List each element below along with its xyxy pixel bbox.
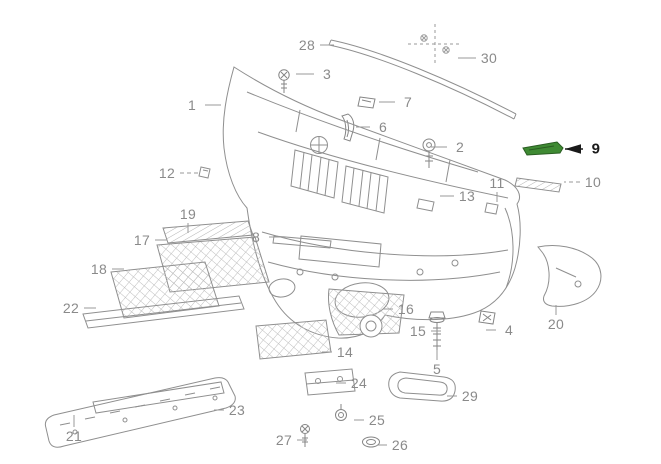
callout-22[interactable]: 22 — [62, 300, 80, 316]
callout-15[interactable]: 15 — [409, 323, 427, 339]
callout-12[interactable]: 12 — [158, 165, 176, 181]
callout-5[interactable]: 5 — [432, 361, 442, 377]
callout-20[interactable]: 20 — [547, 316, 565, 332]
callout-17[interactable]: 17 — [133, 232, 151, 248]
callout-2[interactable]: 2 — [455, 139, 465, 155]
callout-11[interactable]: 11 — [489, 175, 505, 191]
callout-14[interactable]: 14 — [336, 344, 354, 360]
callout-10[interactable]: 10 — [584, 174, 602, 190]
callout-29[interactable]: 29 — [461, 388, 479, 404]
callout-8[interactable]: 8 — [251, 229, 261, 245]
callout-9[interactable]: 9 — [591, 140, 601, 158]
callout-6[interactable]: 6 — [378, 119, 388, 135]
callout-26[interactable]: 26 — [391, 437, 409, 453]
callout-21[interactable]: 21 — [65, 428, 83, 444]
callout-18[interactable]: 18 — [90, 261, 108, 277]
callout-25[interactable]: 25 — [368, 412, 386, 428]
callout-7[interactable]: 7 — [403, 94, 413, 110]
callout-27[interactable]: 27 — [275, 432, 293, 448]
callout-28[interactable]: 28 — [298, 37, 316, 53]
callout-24[interactable]: 24 — [350, 375, 368, 391]
callout-30[interactable]: 30 — [480, 50, 498, 66]
callout-16[interactable]: 16 — [397, 301, 415, 317]
callout-19[interactable]: 19 — [179, 206, 197, 222]
callout-13[interactable]: 13 — [458, 188, 476, 204]
callout-1[interactable]: 1 — [187, 97, 197, 113]
callout-23[interactable]: 23 — [228, 402, 246, 418]
callout-4[interactable]: 4 — [504, 322, 514, 338]
callout-3[interactable]: 3 — [322, 66, 332, 82]
